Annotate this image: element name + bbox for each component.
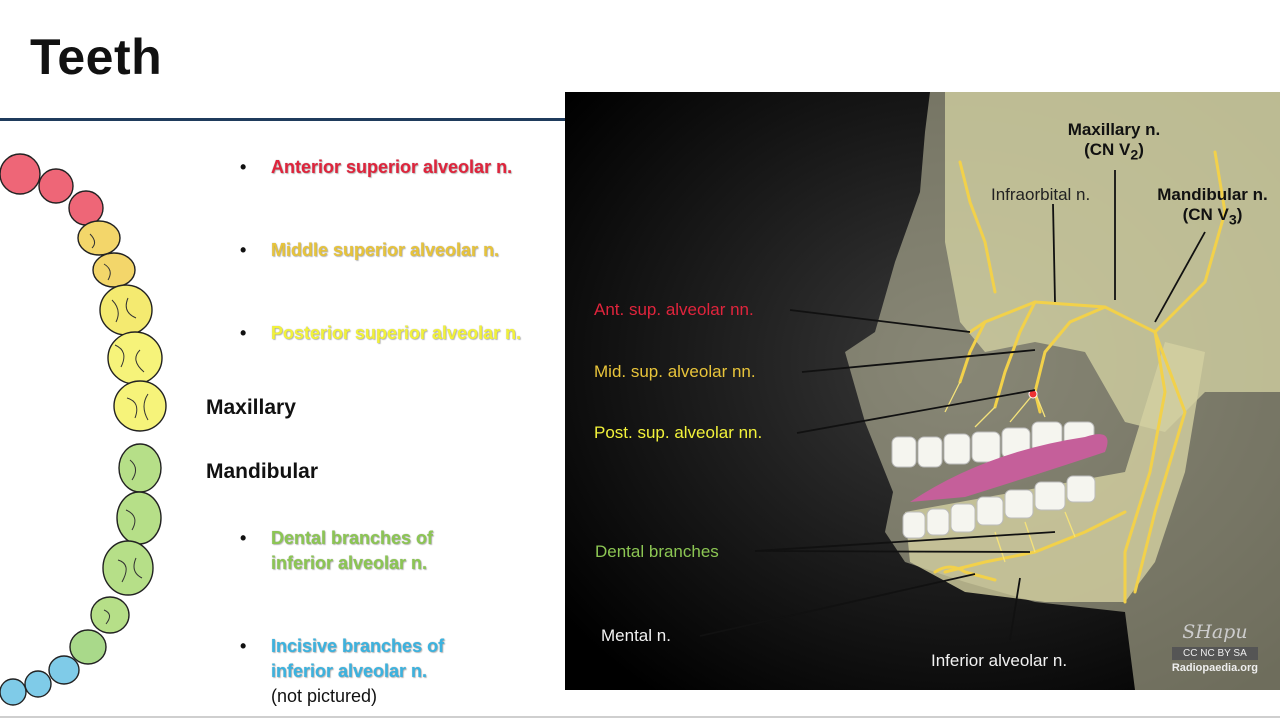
tooth-lower-incisor-2 <box>24 670 52 698</box>
anatomy-diagram-panel: Maxillary n. (CN V2) Mandibular n. (CN V… <box>565 92 1280 690</box>
label-mandibular-cn: (CN V <box>1182 205 1229 224</box>
label-mandibular-nerve-name: Mandibular n. <box>1157 185 1268 204</box>
label-mental-nerve: Mental n. <box>601 626 671 645</box>
tooth-upper-premolar-1 <box>77 220 121 256</box>
tooth-lower-molar-3 <box>118 443 162 493</box>
title-underline <box>0 118 566 121</box>
slide-bottom-edge <box>0 716 1280 718</box>
lower-teeth <box>902 475 1096 539</box>
artist-signature: SHapu <box>1182 621 1248 643</box>
not-pictured-note: (not pictured) <box>271 686 378 706</box>
bullet-incisive-branches: Incisive branches of inferior alveolar n… <box>271 634 461 709</box>
label-pointer-arrows <box>699 170 1206 641</box>
tooth-lower-molar-1 <box>102 540 154 596</box>
license-badge: CC NC BY SA <box>1171 647 1258 660</box>
slide-title: Teeth <box>30 29 163 85</box>
tooth-upper-molar-1 <box>99 284 153 336</box>
tooth-upper-molar-2 <box>107 331 163 385</box>
label-maxillary-nerve-name: Maxillary n. <box>1067 120 1161 139</box>
label-infraorbital-nerve: Infraorbital n. <box>991 185 1091 204</box>
bullet-middle-superior-text: Middle superior alveolar n. <box>271 240 500 260</box>
tooth-lower-canine <box>48 655 80 685</box>
label-mandibular-nerve: Mandibular n. (CN V3) <box>1157 185 1268 229</box>
tooth-lower-incisor-1 <box>0 678 27 706</box>
tooth-upper-molar-3 <box>113 380 167 432</box>
image-credit: SHapu CC NC BY SA Radiopaedia.org <box>1171 621 1258 674</box>
label-mid-sup-alveolar: Mid. sup. alveolar nn. <box>594 362 756 381</box>
label-maxillary-cn: (CN V <box>1084 140 1131 159</box>
tooth-lower-molar-2 <box>116 491 162 545</box>
label-maxillary-nerve: Maxillary n. (CN V2) <box>1067 120 1161 164</box>
tongue <box>910 434 1108 502</box>
group-label-maxillary: Maxillary <box>206 396 296 419</box>
bullet-anterior-superior-text: Anterior superior alveolar n. <box>271 157 513 177</box>
tooth-upper-incisor-1 <box>0 153 41 195</box>
tooth-upper-canine <box>68 190 104 226</box>
tooth-upper-incisor-2 <box>38 168 74 204</box>
label-maxillary-cn-sub: 2 <box>1130 147 1139 164</box>
label-ant-sup-alveolar: Ant. sup. alveolar nn. <box>594 300 754 319</box>
fine-nerve-branches <box>944 381 1076 563</box>
label-inferior-alveolar-nerve: Inferior alveolar n. <box>931 651 1068 670</box>
bullet-dental-branches-text: Dental branches of inferior alveolar n. <box>271 528 434 573</box>
tooth-lower-premolar-2 <box>90 596 130 634</box>
bullet-posterior-superior-text: Posterior superior alveolar n. <box>271 323 522 343</box>
tooth-upper-premolar-2 <box>92 252 136 288</box>
skull-bone <box>945 92 1280 432</box>
skull-nerve-illustration <box>565 92 1280 690</box>
bullet-incisive-branches-text: Incisive branches of inferior alveolar n… <box>271 636 445 681</box>
label-post-sup-alveolar: Post. sup. alveolar nn. <box>594 423 763 442</box>
source-credit: Radiopaedia.org <box>1171 662 1258 674</box>
dental-arch-illustration <box>0 153 167 706</box>
tooth-lower-premolar-1 <box>69 629 107 665</box>
label-mandibular-cn-sub: 3 <box>1228 212 1237 229</box>
group-label-mandibular: Mandibular <box>206 460 319 483</box>
label-dental-branches: Dental branches <box>595 542 719 561</box>
